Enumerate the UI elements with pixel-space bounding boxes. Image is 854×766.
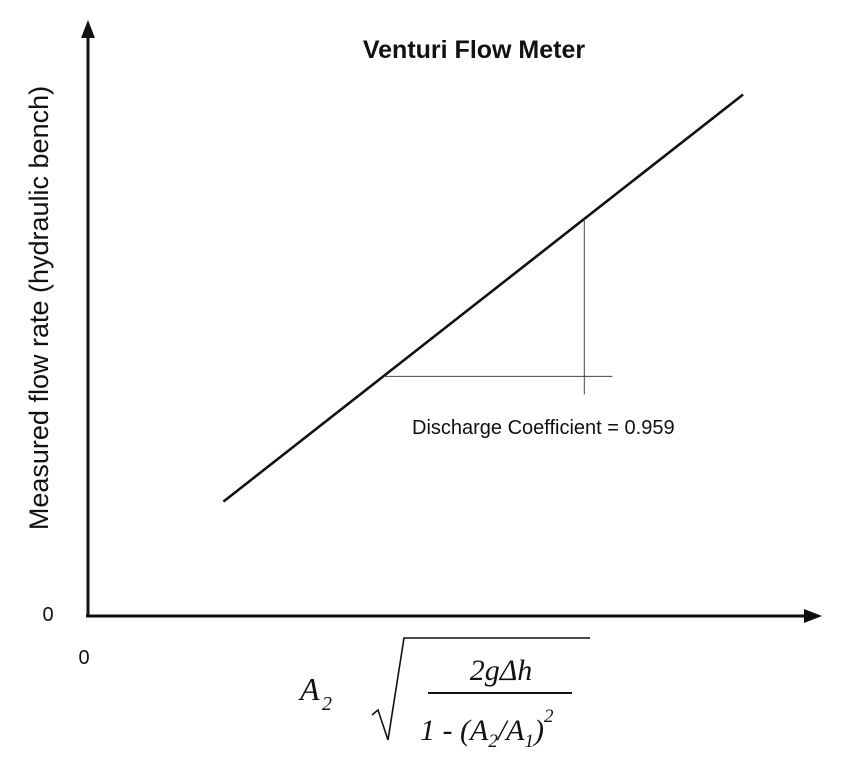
den-sub-1: 2 xyxy=(488,731,498,752)
den-close: ) xyxy=(532,714,544,747)
y-tick-label-0: 0 xyxy=(42,604,53,626)
x-label-prefix: A xyxy=(298,671,320,707)
x-label-denominator: 1 - (A2/A1)2 xyxy=(420,706,554,752)
den-part-1: 1 - (A xyxy=(420,714,489,747)
den-part-2: /A xyxy=(496,714,525,747)
annotation-label: Discharge Coefficient = 0.959 xyxy=(412,417,675,439)
x-label-prefix-sub: 2 xyxy=(322,693,332,715)
series-line-0 xyxy=(222,93,744,503)
x-label-numerator: 2gΔh xyxy=(470,654,533,687)
x-tick-label-0: 0 xyxy=(78,647,89,669)
x-axis-label: A 2 2gΔh 1 - (A2/A1)2 xyxy=(298,637,590,752)
den-exp: 2 xyxy=(544,706,554,727)
y-axis-label: Measured flow rate (hydraulic bench) xyxy=(24,86,54,530)
y-axis-arrowhead xyxy=(81,20,95,38)
x-axis-arrowhead xyxy=(804,609,822,623)
chart-title: Venturi Flow Meter xyxy=(363,36,586,64)
den-sub-2: 1 xyxy=(524,731,534,752)
sqrt-radical xyxy=(371,637,590,741)
